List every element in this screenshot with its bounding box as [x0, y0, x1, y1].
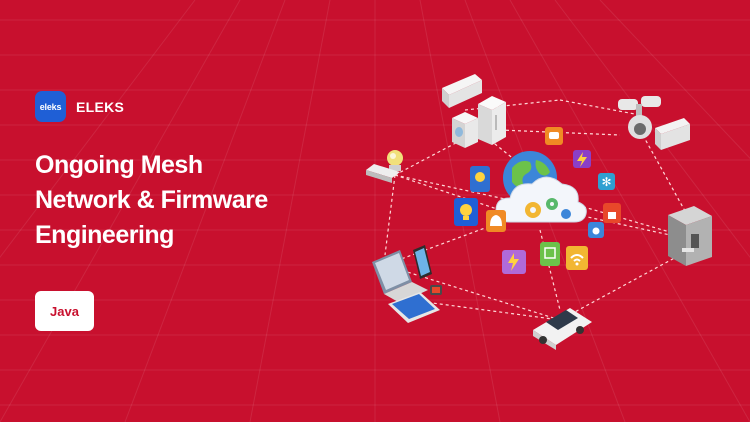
- tech-tag-java[interactable]: Java: [35, 291, 94, 331]
- refrigerator-icon: [478, 96, 506, 145]
- water-app-icon: [588, 222, 604, 238]
- thermostat-icon: [655, 118, 690, 150]
- page-title: Ongoing Mesh Network & Firmware Engineer…: [35, 148, 335, 253]
- cloud-icon: [495, 176, 587, 223]
- title-line-2: Network & Firmware: [35, 186, 268, 214]
- watch-icon: [430, 285, 442, 295]
- smart-lock-icon: [668, 206, 712, 266]
- weather-app-icon: [470, 166, 490, 192]
- chip-app-icon: [540, 242, 560, 266]
- phone-icon: [413, 245, 432, 279]
- eleks-logo: eleks: [35, 91, 66, 122]
- smart-bulb-icon: [366, 150, 403, 183]
- wifi-app-icon: [566, 246, 588, 270]
- title-line-1: Ongoing Mesh: [35, 151, 203, 179]
- lightning-app-icon: [573, 150, 591, 168]
- security-camera-icon: [618, 96, 661, 139]
- bell-app-icon: [486, 210, 506, 232]
- svg-text:✻: ✻: [601, 175, 611, 189]
- chat-app-icon: [545, 127, 563, 145]
- voltage-app-icon: [502, 250, 526, 274]
- snowflake-app-icon: ✻: [598, 173, 615, 190]
- car-icon: [533, 308, 592, 350]
- title-line-3: Engineering: [35, 221, 174, 249]
- lock-app-icon: [603, 203, 621, 223]
- washing-machine-icon: [452, 112, 478, 148]
- laptop-icon: [372, 250, 428, 303]
- brand-name: ELEKS: [76, 98, 125, 115]
- tablet-icon: [388, 292, 440, 323]
- brand: eleks ELEKS: [35, 91, 124, 122]
- lightbulb-app-icon: [454, 198, 478, 226]
- air-conditioner-icon: [442, 74, 482, 108]
